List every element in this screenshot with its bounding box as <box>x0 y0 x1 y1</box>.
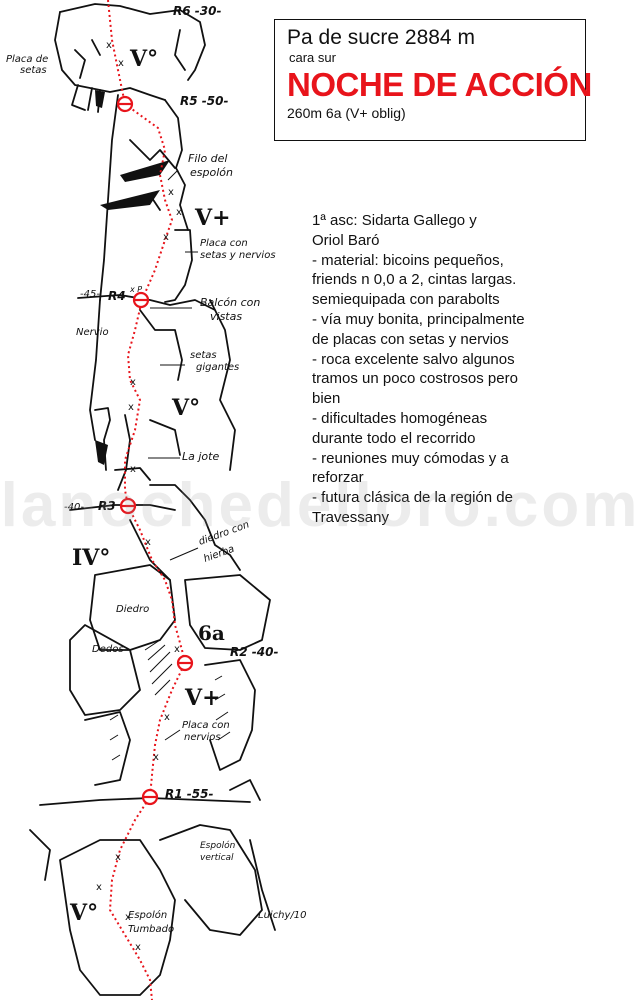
label-placa-setas-2: setas <box>20 65 47 76</box>
rock-outlines <box>29 3 276 996</box>
svg-text:x: x <box>130 464 136 475</box>
info-line: bien <box>312 390 341 408</box>
info-line: Oriol Baró <box>312 231 380 249</box>
svg-text:x: x <box>96 882 102 893</box>
info-line: durante todo el recorrido <box>312 429 476 447</box>
label-placa-nervios-1: Placa con <box>200 238 248 249</box>
belay-r1-label: R1 -55- <box>165 787 213 801</box>
peak-name: Pa de sucre 2884 m <box>287 26 475 49</box>
grade-pitch-3: IV° <box>72 545 110 571</box>
grade-pitch-5: V+ <box>194 205 231 231</box>
svg-text:x: x <box>115 852 121 863</box>
label-la-jote: La jote <box>182 450 219 463</box>
grade-pitch-6: V° <box>129 46 158 72</box>
label-nervio: Nervio <box>76 327 109 338</box>
belay-r3-length: -40- <box>64 502 84 513</box>
belay-r4-length: -45- <box>80 289 100 300</box>
belay-r4-label: R4 <box>108 289 126 303</box>
info-line: - dificultades homogéneas <box>312 409 488 427</box>
svg-text:x: x <box>176 207 182 218</box>
rock-hatching <box>109 639 231 761</box>
svg-text:x: x <box>135 942 141 953</box>
info-line: 1ª asc: Sidarta Gallego y <box>312 212 477 229</box>
info-line: - roca excelente salvo algunos <box>312 350 515 368</box>
info-line: reforzar <box>312 469 364 487</box>
info-line: Travessany <box>312 508 389 526</box>
svg-text:x: x <box>145 537 151 548</box>
svg-text:x: x <box>168 187 174 198</box>
label-piton: x P <box>129 285 142 294</box>
route-name: NOCHE DE ACCIÓN <box>287 66 592 103</box>
author-signature: Luichy/10 <box>258 910 307 921</box>
label-diedro-hierba-1: diedro con <box>197 519 251 547</box>
grade-pitch-2b: V+ <box>184 685 221 711</box>
label-setas-gigantes-1: setas <box>190 350 217 361</box>
svg-text:x: x <box>163 232 169 243</box>
belay-r2-label: R2 -40- <box>230 645 278 659</box>
label-dedos: Dedos <box>92 644 124 655</box>
belay-r5-label: R5 -50- <box>180 94 228 108</box>
roof-shapes <box>95 90 170 465</box>
route-info: 1ª asc: Sidarta Gallego y Oriol Baró - m… <box>312 211 632 528</box>
route-grade: 260m 6a (V+ oblig) <box>287 105 406 121</box>
svg-text:x: x <box>153 752 159 763</box>
info-line: - material: bicoins pequeños, <box>312 251 504 269</box>
svg-text:x: x <box>125 912 131 923</box>
belay-r6-label: R6 -30- <box>173 4 221 18</box>
grade-pitch-4: V° <box>171 395 200 421</box>
label-espolon-tumbado-2: Tumbado <box>128 924 174 935</box>
label-filo-1: Filo del <box>188 152 227 165</box>
info-line: - reuniones muy cómodas y a <box>312 449 509 467</box>
label-balcon-2: vistas <box>210 310 242 323</box>
label-filo-2: espolón <box>190 166 233 179</box>
svg-text:x: x <box>174 644 180 655</box>
info-line: - futura clásica de la región de <box>312 489 513 507</box>
svg-text:x: x <box>118 58 124 69</box>
label-diedro: Diedro <box>116 604 149 615</box>
info-line: de placas con setas y nervios <box>312 330 509 348</box>
belay-r3-label: R3 <box>98 499 116 513</box>
label-espolon-vertical-1: Espolón <box>200 840 236 851</box>
face-label: cara sur <box>289 50 336 65</box>
label-placa-setas-1: Placa de <box>6 54 48 65</box>
grade-pitch-2a: 6a <box>198 621 225 645</box>
bolt-marks: xxx xxx xxx xxx xxx x <box>96 40 182 953</box>
info-line: friends n 0,0 a 2, cintas largas. <box>312 271 517 289</box>
label-placa-nervios2-2: nervios <box>184 732 221 743</box>
info-line: tramos un poco costrosos pero <box>312 370 518 388</box>
label-espolon-vertical-2: vertical <box>200 853 234 863</box>
route-title-box: Pa de sucre 2884 m cara sur NOCHE DE ACC… <box>274 19 592 141</box>
label-placa-nervios-2: setas y nervios <box>200 250 276 261</box>
label-setas-gigantes-2: gigantes <box>196 362 239 373</box>
info-line: - vía muy bonita, principalmente <box>312 310 525 328</box>
label-espolon-tumbado-1: Espolón <box>128 909 167 921</box>
svg-text:x: x <box>128 402 134 413</box>
label-placa-nervios2-1: Placa con <box>182 720 230 731</box>
svg-text:x: x <box>164 712 170 723</box>
leader-lines <box>148 169 199 741</box>
grade-pitch-1: V° <box>69 900 98 926</box>
route-line <box>107 0 187 1000</box>
svg-text:x: x <box>106 40 112 51</box>
belay-markers <box>116 95 194 806</box>
svg-text:x: x <box>130 377 136 388</box>
label-balcon-1: Balcón con <box>200 296 260 309</box>
info-line: semiequipada con parabolts <box>312 291 500 309</box>
